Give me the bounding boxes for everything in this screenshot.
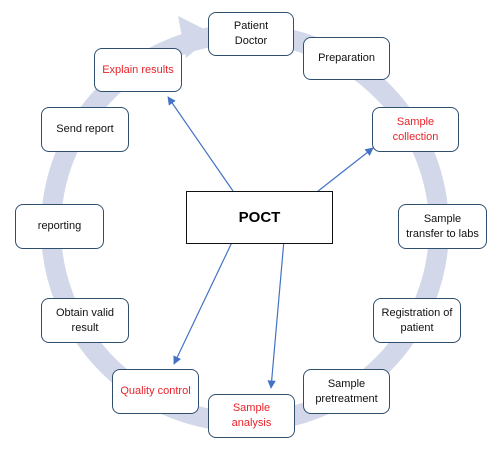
arrow-to-quality-control [173,237,235,365]
step-explain-results: Explain results [94,48,182,92]
step-sample-collection: Sample collection [372,107,459,152]
step-label-line: Doctor [234,35,268,47]
step-sample-analysis: Sample analysis [208,394,295,438]
poct-label: POCT [238,209,281,226]
step-reporting: reporting [15,204,104,249]
step-label-line: Registration of [381,306,453,319]
step-label-line: patient [400,321,434,334]
step-label-line: pretreatment [315,392,378,405]
arrow-to-explain-results [167,96,234,192]
cycle-direction-arrowhead [178,16,214,58]
arrow-to-sample-analysis [267,239,285,389]
step-label-line: collection [392,130,439,143]
step-quality-control: Quality control [112,369,199,414]
step-label-line: Obtain valid [55,306,115,319]
step-label-line: reporting [37,220,82,232]
step-label-line: analysis [231,417,272,429]
step-obtain-valid-result: Obtain valid result [41,298,129,343]
step-label-line: result [71,321,99,334]
step-label-line: Sample [396,115,435,128]
step-label-line: Explain results [102,63,174,76]
step-label-line: Sample [327,377,366,390]
step-label-line: transfer to labs [406,227,479,240]
step-sample-pretreatment: Sample pretreatment [303,369,390,414]
step-label-line: Preparation [318,52,375,64]
step-label-line: Quality control [120,385,191,397]
step-send-report: Send report [41,107,129,152]
step-label-line: Sample [423,212,462,225]
step-label-line: Sample [232,402,271,414]
poct-center-box: POCT [186,191,333,244]
step-label-line: Patient [233,20,269,32]
step-registration: Registration of patient [373,298,461,343]
step-preparation: Preparation [303,37,390,80]
step-sample-transfer: Sample transfer to labs [398,204,487,249]
arrow-to-sample-collection [307,147,374,200]
step-label-line: Send report [56,123,114,135]
